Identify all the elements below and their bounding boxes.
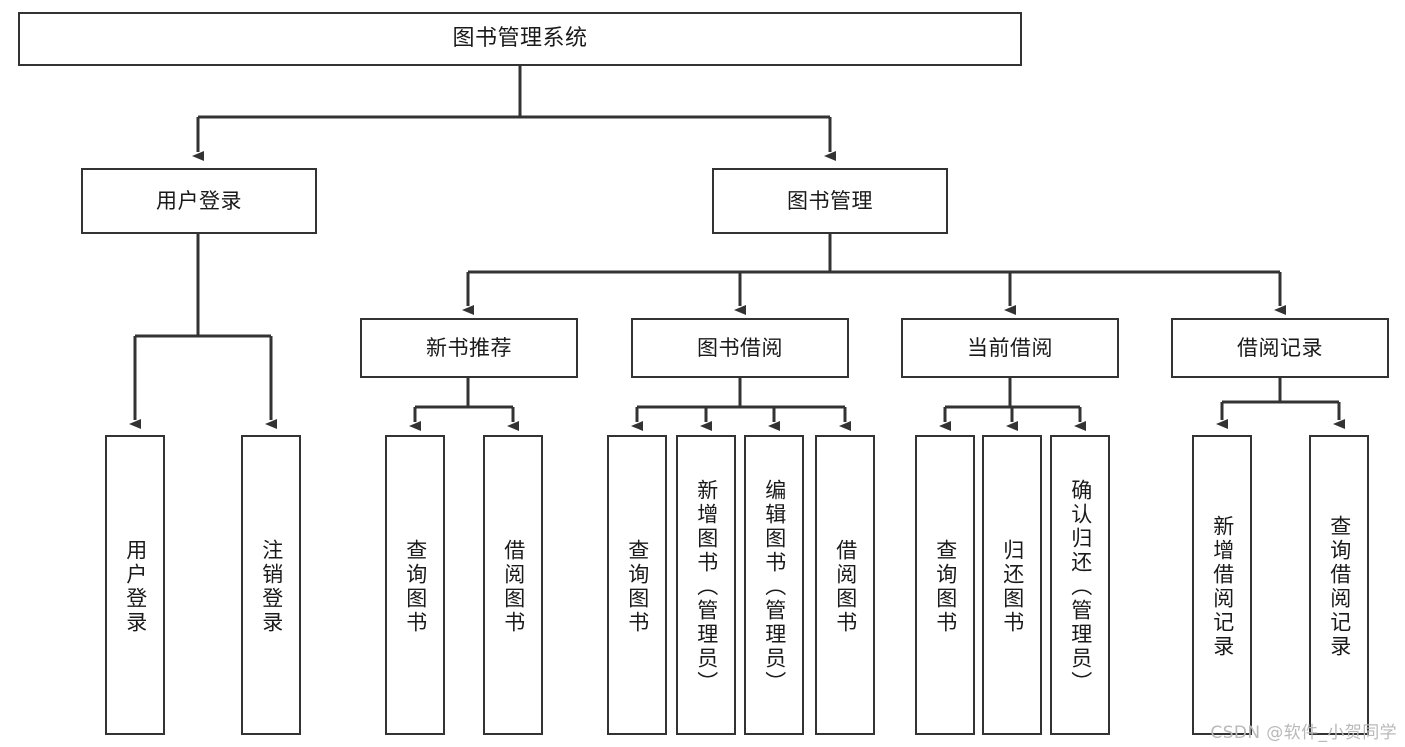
node-label: 确认归还（管理员） xyxy=(1068,479,1093,695)
node-label: 当前借阅 xyxy=(967,335,1053,360)
leaf-current-borrow-confirm[interactable]: 确认归还（管理员） xyxy=(1050,435,1110,735)
node-label: 新增图书（管理员） xyxy=(694,479,719,695)
node-current-borrow[interactable]: 当前借阅 xyxy=(901,318,1119,378)
node-label: 新增借阅记录 xyxy=(1210,515,1235,659)
leaf-borrow-record-add[interactable]: 新增借阅记录 xyxy=(1192,435,1252,735)
node-label: 图书管理系统 xyxy=(452,26,588,52)
node-label: 借阅图书 xyxy=(501,539,526,635)
node-borrow-record[interactable]: 借阅记录 xyxy=(1171,318,1389,378)
node-new-book-recommend[interactable]: 新书推荐 xyxy=(360,318,578,378)
node-book-borrow[interactable]: 图书借阅 xyxy=(631,318,849,378)
node-label: 用户登录 xyxy=(123,539,148,635)
node-label: 查询借阅记录 xyxy=(1327,515,1352,659)
leaf-current-borrow-return[interactable]: 归还图书 xyxy=(982,435,1042,735)
node-label: 图书管理 xyxy=(787,188,873,213)
node-label: 借阅记录 xyxy=(1237,335,1323,360)
leaf-book-borrow-edit[interactable]: 编辑图书（管理员） xyxy=(744,435,804,735)
leaf-new-book-borrow[interactable]: 借阅图书 xyxy=(483,435,543,735)
node-label: 查询图书 xyxy=(933,539,958,635)
node-root-system[interactable]: 图书管理系统 xyxy=(18,12,1022,66)
node-label: 注销登录 xyxy=(259,539,284,635)
node-label: 归还图书 xyxy=(1000,539,1025,635)
leaf-book-borrow-add[interactable]: 新增图书（管理员） xyxy=(676,435,736,735)
leaf-book-borrow-lend[interactable]: 借阅图书 xyxy=(815,435,875,735)
node-label: 查询图书 xyxy=(625,539,650,635)
leaf-user-login-signout[interactable]: 注销登录 xyxy=(241,435,301,735)
node-label: 借阅图书 xyxy=(833,539,858,635)
leaf-book-borrow-query[interactable]: 查询图书 xyxy=(607,435,667,735)
node-label: 用户登录 xyxy=(156,188,242,213)
node-label: 新书推荐 xyxy=(426,335,512,360)
node-label: 查询图书 xyxy=(403,539,428,635)
node-book-manage[interactable]: 图书管理 xyxy=(712,168,948,234)
node-label: 编辑图书（管理员） xyxy=(762,479,787,695)
leaf-user-login-signin[interactable]: 用户登录 xyxy=(105,435,165,735)
node-label: 图书借阅 xyxy=(697,335,783,360)
leaf-current-borrow-query[interactable]: 查询图书 xyxy=(915,435,975,735)
leaf-new-book-query[interactable]: 查询图书 xyxy=(385,435,445,735)
leaf-borrow-record-query[interactable]: 查询借阅记录 xyxy=(1309,435,1369,735)
node-user-login[interactable]: 用户登录 xyxy=(81,168,317,234)
